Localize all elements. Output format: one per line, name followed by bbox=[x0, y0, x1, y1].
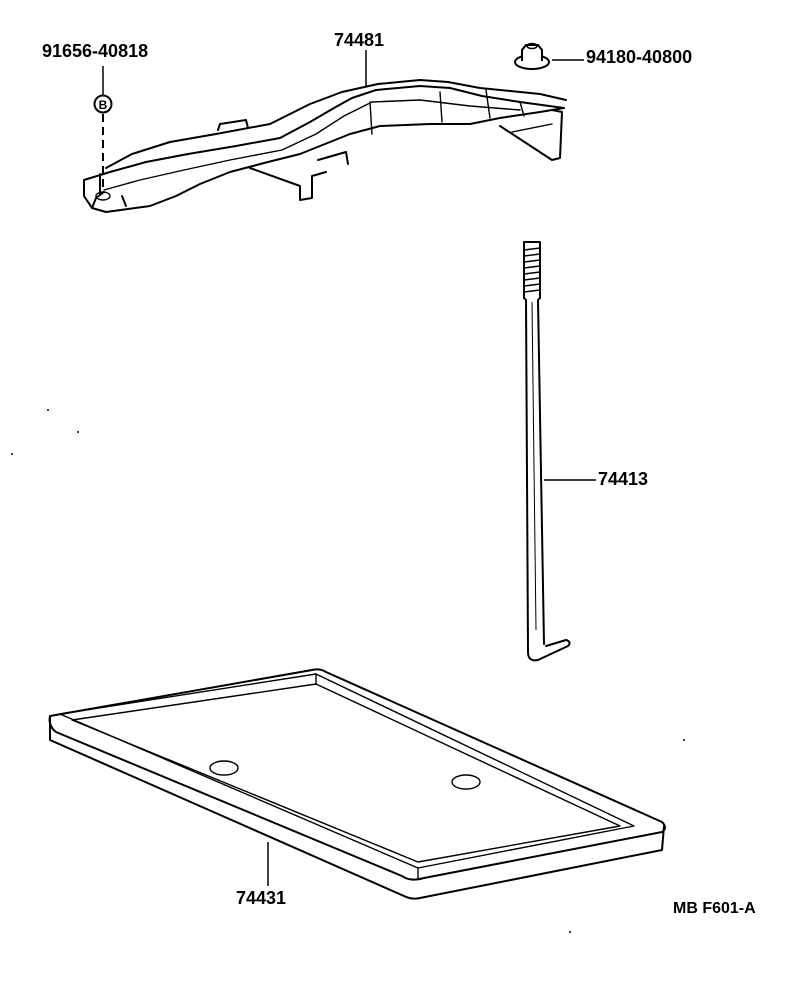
clamp-part-number: 74481 bbox=[334, 30, 385, 50]
battery-tray bbox=[48, 668, 666, 900]
bolt-leader: B bbox=[93, 66, 113, 190]
bolt-marker-circle bbox=[93, 94, 113, 114]
tray-part-number: 74431 bbox=[236, 888, 287, 908]
figure-code: MB F601-A bbox=[673, 900, 756, 917]
battery-clamp bbox=[83, 79, 567, 213]
bolt-part-number: 91656-40818 bbox=[42, 41, 149, 61]
flange-nut bbox=[514, 42, 584, 70]
nut-part-number: 94180-40800 bbox=[586, 47, 693, 67]
scan-specks bbox=[11, 409, 685, 933]
hold-down-rod bbox=[523, 241, 596, 662]
rod-part-number: 74413 bbox=[598, 469, 649, 489]
bolt-marker-letter: B bbox=[99, 98, 108, 112]
